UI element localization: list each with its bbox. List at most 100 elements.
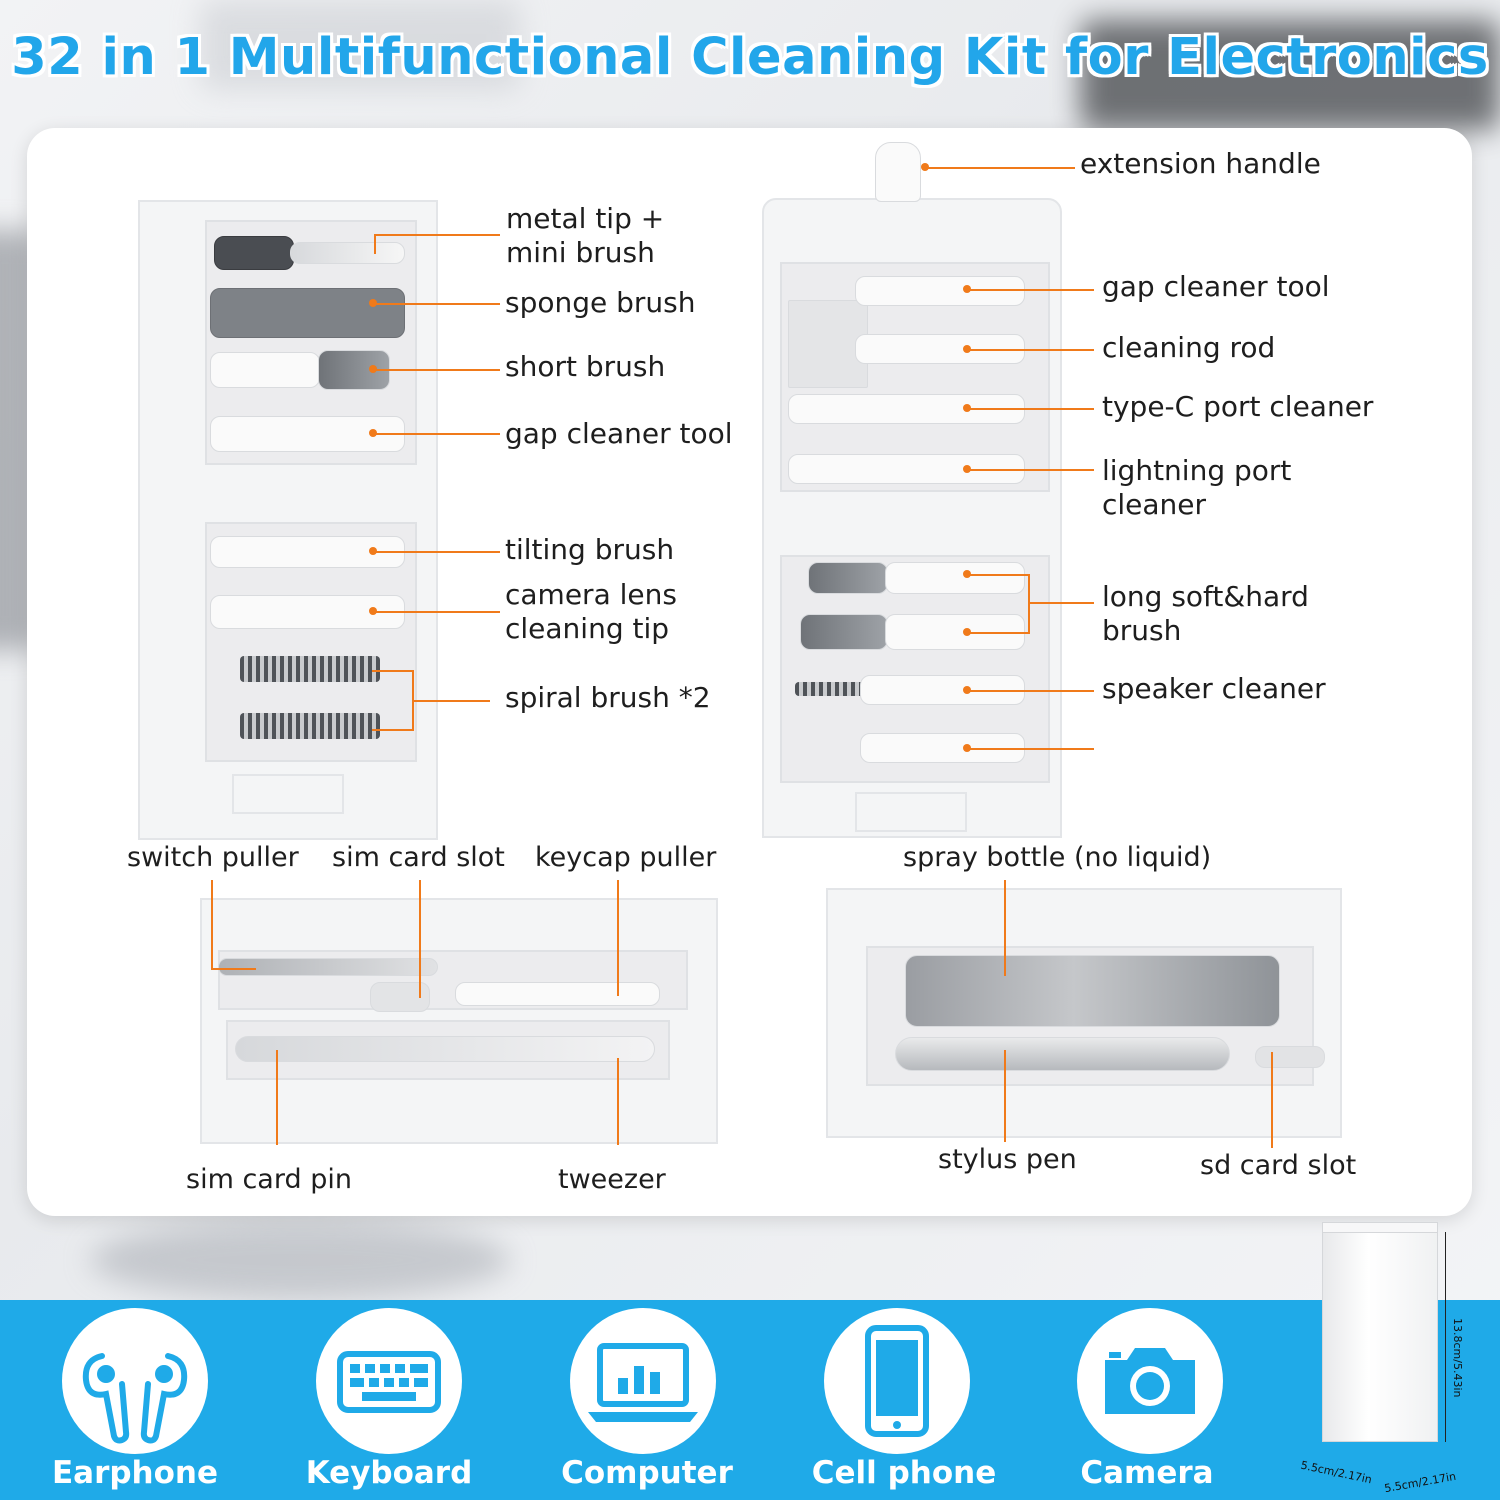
callout-line: [372, 670, 414, 672]
label-mini-brush: mini brush: [506, 236, 655, 269]
label-metal-tip: metal tip +: [506, 202, 665, 235]
callout-line: [1004, 1050, 1006, 1142]
device-label-keyboard: Keyboard: [305, 1455, 473, 1491]
label-type-c-port-cleaner: type-C port cleaner: [1102, 390, 1374, 423]
callout-line: [375, 234, 500, 236]
metal-tip-tool: [290, 242, 405, 264]
label-sd-card-slot: sd card slot: [1200, 1150, 1357, 1181]
extension-handle-knob: [875, 142, 921, 202]
callout-line: [967, 469, 1094, 471]
label-switch-puller: switch puller: [127, 842, 299, 873]
label-gap-cleaner-tool-left: gap cleaner tool: [505, 417, 733, 450]
right-module-base: [855, 792, 967, 832]
label-tweezer: tweezer: [558, 1164, 666, 1195]
gap-cleaner-spatula: [788, 300, 868, 388]
callout-line: [967, 289, 1094, 291]
label-gap-cleaner-tool-right: gap cleaner tool: [1102, 270, 1330, 303]
label-sim-card-slot: sim card slot: [332, 842, 505, 873]
callout-line: [967, 574, 1029, 576]
callout-line: [925, 167, 1075, 169]
callout-line: [372, 303, 500, 305]
callout-line: [967, 408, 1094, 410]
kit-product: [1322, 1232, 1438, 1442]
label-spiral-brush: spiral brush *2: [505, 681, 711, 714]
spray-bottle-part: [905, 955, 1280, 1027]
background-blur: [1080, 20, 1500, 130]
earphone-icon: [82, 1353, 188, 1444]
cleaning-rod-tool: [855, 334, 1025, 364]
callout-line: [372, 433, 500, 435]
left-module-base: [232, 774, 344, 814]
label-cleaning-tip: cleaning tip: [505, 612, 670, 645]
long-soft-brush-handle: [885, 562, 1025, 594]
tweezer-part: [235, 1036, 655, 1062]
earphone-circle: [62, 1308, 208, 1454]
callout-line: [211, 880, 213, 970]
label-long-soft-hard: long soft&hard: [1102, 580, 1309, 613]
device-label-cell-phone: Cell phone: [811, 1455, 997, 1491]
label-stylus-pen: stylus pen: [938, 1144, 1077, 1175]
computer-circle: [570, 1308, 716, 1454]
camera-icon: [1105, 1348, 1195, 1414]
label-spray-bottle: spray bottle (no liquid): [903, 842, 1212, 873]
cell-phone-circle: [824, 1308, 970, 1454]
callout-line: [967, 632, 1029, 634]
speaker-cleaner-spiral: [795, 682, 865, 696]
callout-dot: [369, 299, 377, 307]
dimension-line: [1445, 1232, 1446, 1442]
keyboard-circle: [316, 1308, 462, 1454]
callout-line: [617, 1058, 619, 1145]
callout-line: [412, 700, 490, 702]
label-speaker-cleaner: speaker cleaner: [1102, 672, 1326, 705]
switch-puller-part: [218, 958, 438, 976]
label-sim-card-pin: sim card pin: [186, 1164, 352, 1195]
sd-card-slot-part: [1255, 1046, 1325, 1068]
callout-line: [967, 690, 1094, 692]
callout-dot: [963, 628, 971, 636]
background-blur: [90, 1220, 510, 1300]
callout-dot: [921, 163, 929, 171]
camera-lens-tip-tool: [210, 595, 405, 629]
callout-dot: [963, 570, 971, 578]
callout-line: [1004, 880, 1006, 976]
callout-line: [372, 729, 414, 731]
callout-line: [1028, 574, 1030, 634]
label-keycap-puller: keycap puller: [535, 842, 717, 873]
callout-line: [372, 551, 500, 553]
callout-line: [1271, 1052, 1273, 1148]
label-long-brush: brush: [1102, 614, 1182, 647]
long-soft-brush: [808, 562, 888, 594]
label-lightning-cleaner: cleaner: [1102, 488, 1207, 521]
cell-phone-icon: [865, 1325, 929, 1437]
device-label-earphone: Earphone: [51, 1455, 219, 1491]
callout-dot: [963, 686, 971, 694]
page-title: 32 in 1 Multifunctional Cleaning Kit for…: [11, 28, 1489, 87]
callout-dot: [963, 285, 971, 293]
callout-line: [211, 968, 256, 970]
label-tilting-brush: tilting brush: [505, 533, 675, 566]
label-lightning-port: lightning port: [1102, 454, 1292, 487]
keycap-puller-part: [455, 982, 660, 1006]
callout-line: [276, 1050, 278, 1145]
callout-line: [374, 234, 376, 254]
stylus-pen-part: [895, 1037, 1230, 1071]
spiral-brush-2: [240, 713, 380, 739]
long-hard-brush: [800, 614, 888, 650]
spiral-brush-1: [240, 656, 380, 682]
callout-line: [967, 349, 1094, 351]
callout-dot: [369, 429, 377, 437]
label-cleaning-rod: cleaning rod: [1102, 331, 1276, 364]
callout-dot: [369, 365, 377, 373]
callout-line: [372, 611, 500, 613]
gap-cleaner-tool-left: [210, 416, 405, 452]
callout-dot: [369, 547, 377, 555]
mini-brush-tool: [214, 236, 294, 270]
callout-dot: [963, 404, 971, 412]
device-label-camera: Camera: [1080, 1455, 1214, 1491]
computer-icon: [588, 1343, 698, 1422]
device-compatibility-band: [0, 1300, 1500, 1500]
gap-cleaner-tool-right: [855, 276, 1025, 306]
callout-dot: [369, 607, 377, 615]
dimension-height: 13.8cm/5.43in: [1451, 1318, 1464, 1398]
callout-line: [372, 369, 500, 371]
